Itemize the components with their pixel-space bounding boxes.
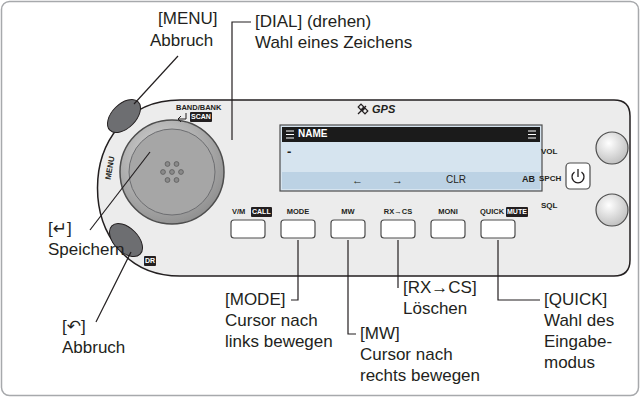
- sql-knob: [596, 194, 628, 226]
- display-text: AB: [522, 173, 535, 185]
- callout-label: [MENU]: [158, 8, 218, 29]
- callout-label: Abbruch: [150, 30, 213, 51]
- panel-marking: MONI: [438, 207, 458, 218]
- callout-label: Speichern: [48, 239, 125, 260]
- vol-knob: [596, 132, 628, 164]
- callout-label: [↶]: [62, 316, 86, 337]
- display-text: →: [392, 173, 403, 187]
- keys: [231, 220, 515, 238]
- callout-label: [QUICK]: [544, 289, 607, 310]
- panel-marking: GPS: [372, 102, 395, 116]
- display: [280, 125, 542, 191]
- callout-label: Wahl des Eingabe- modus: [544, 310, 628, 373]
- callout-label: Abbruch: [62, 337, 125, 358]
- power-icon: [572, 169, 584, 183]
- panel-marking: SPCH: [539, 173, 561, 184]
- callout-label: Cursor nach rechts bewegen: [360, 344, 495, 386]
- leader-lines: [90, 22, 540, 334]
- panel-marking: RX→CS: [384, 207, 412, 218]
- panel-marking: MENU: [103, 155, 118, 180]
- display-text: -: [287, 144, 291, 160]
- panel-marking: SQL: [541, 200, 557, 211]
- callout-label: Löschen: [403, 298, 467, 319]
- faceplate: [98, 100, 631, 276]
- panel-marking: DR: [144, 256, 156, 266]
- panel-marking: MW: [341, 207, 354, 218]
- callout-label: [DIAL] (drehen): [255, 11, 371, 32]
- panel-marking: MUTE: [506, 207, 528, 217]
- callout-label: [RX→CS]: [403, 277, 477, 298]
- display-text: NAME: [298, 127, 327, 140]
- panel-marking: MODE: [287, 207, 310, 218]
- display-softkeys: [282, 172, 540, 189]
- panel-marking: V/M: [232, 207, 245, 218]
- gps-icon: [358, 104, 368, 114]
- display-text: ←: [352, 173, 363, 187]
- display-text: CLR: [446, 173, 466, 186]
- callout-label: [MODE]: [225, 289, 285, 310]
- callout-label: Wahl eines Zeichens: [255, 32, 412, 53]
- dial: [120, 120, 224, 224]
- callout-label: [MW]: [360, 323, 400, 344]
- panel-marking: QUICK: [480, 207, 504, 218]
- panel-marking: SCAN: [190, 112, 212, 122]
- panel-marking: CALL: [251, 207, 272, 217]
- display-header: [282, 127, 540, 142]
- power-button: [566, 163, 590, 189]
- callout-label: [↵]: [48, 218, 72, 239]
- enter-icon: [178, 113, 186, 122]
- dial-dots: [161, 162, 184, 183]
- callout-label: Cursor nach links bewegen: [225, 310, 345, 352]
- dial-inner: [129, 129, 215, 215]
- panel-marking: VOL: [541, 146, 557, 157]
